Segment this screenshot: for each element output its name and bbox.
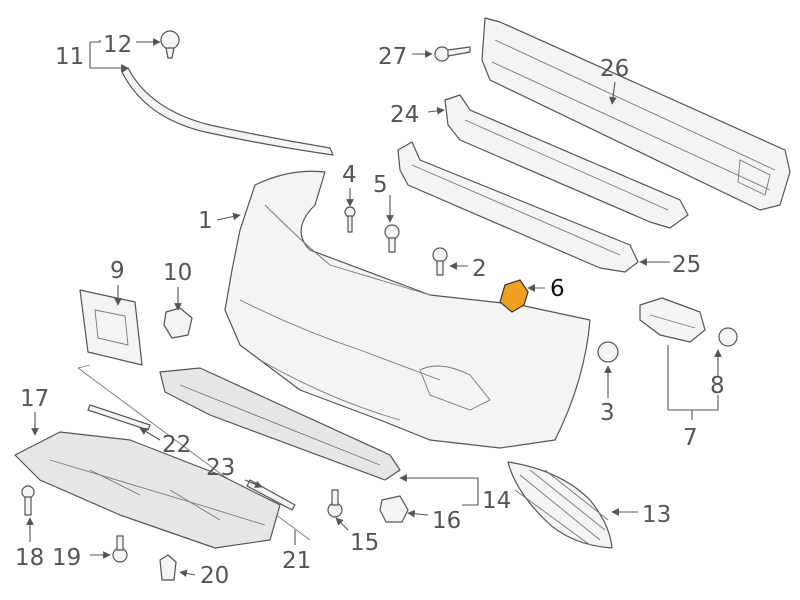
callout-23: 23	[206, 455, 235, 481]
seal-strip-22	[87, 404, 151, 431]
callout-24: 24	[390, 102, 419, 128]
bumper-cover-1	[224, 170, 591, 449]
callout-1: 1	[198, 208, 213, 234]
callout-15: 15	[350, 530, 379, 556]
callout-7: 7	[683, 425, 698, 451]
bumper-absorber-24	[444, 94, 689, 229]
callout-19: 19	[52, 545, 81, 571]
callout-9: 9	[110, 258, 125, 284]
clip-8	[718, 327, 738, 347]
callout-21: 21	[282, 548, 311, 574]
callout-14: 14	[482, 488, 511, 514]
callout-8: 8	[710, 373, 725, 399]
reinforcement-beam-26	[481, 17, 791, 211]
callout-17: 17	[20, 386, 49, 412]
callout-4: 4	[342, 162, 357, 188]
bumper-bracket-6	[499, 279, 529, 313]
side-retainer-7	[639, 297, 706, 343]
bolt-15	[327, 489, 343, 518]
callout-13: 13	[642, 502, 671, 528]
lower-shield-14	[159, 367, 401, 481]
clip-bracket-10	[163, 307, 193, 339]
clip-12	[160, 30, 180, 59]
callout-25: 25	[672, 252, 701, 278]
callout-20: 20	[200, 563, 229, 589]
callout-18: 18	[15, 545, 44, 571]
callout-6: 6	[550, 276, 565, 302]
callout-labels: 11 12 27 26 24 25 1 4 5 2 6 3 8 7 9 10 1…	[15, 32, 725, 589]
callout-16: 16	[432, 508, 461, 534]
callout-11: 11	[55, 44, 84, 70]
callout-27: 27	[378, 44, 407, 70]
clip-20	[159, 554, 177, 581]
bolt-27	[434, 46, 471, 62]
callout-3: 3	[600, 400, 615, 426]
bumper-retainer-25	[397, 141, 639, 273]
bolt-19	[112, 535, 128, 563]
callout-12: 12	[103, 32, 132, 58]
lower-grille-13	[507, 461, 613, 549]
molding-strip-11	[121, 67, 334, 156]
license-plate-bracket-9	[79, 289, 143, 366]
callout-2: 2	[472, 256, 487, 282]
clip-3	[597, 341, 619, 363]
callout-22: 22	[162, 432, 191, 458]
bolt-2	[432, 247, 448, 276]
bolt-4	[344, 206, 356, 233]
bolt-18	[21, 485, 35, 516]
engine-under-cover-17	[14, 431, 281, 549]
callout-5: 5	[373, 172, 388, 198]
callout-26: 26	[600, 56, 629, 82]
leader-lines	[26, 38, 722, 578]
clip-16	[379, 495, 409, 523]
callout-10: 10	[163, 260, 192, 286]
bolt-5	[384, 224, 400, 253]
